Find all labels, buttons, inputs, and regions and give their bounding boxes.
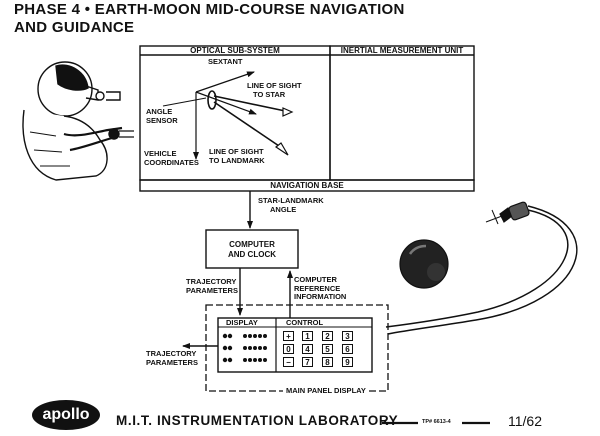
key-6[interactable]: 6 — [342, 344, 353, 354]
vehicle-axis-lower — [195, 91, 257, 115]
astronaut-torso — [22, 109, 108, 181]
navigation-base-label: NAVIGATION BASE — [270, 181, 344, 190]
main-panel-display-boundary — [205, 304, 389, 392]
display-header: DISPLAY — [226, 318, 258, 327]
key-minus[interactable]: − — [283, 357, 294, 367]
key-1[interactable]: 1 — [302, 331, 313, 341]
optical-subsystem-header: OPTICAL SUB-SYSTEM — [190, 46, 280, 55]
diagram-title-line-1: PHASE 4 • EARTH-MOON MID-COURSE NAVIGATI… — [14, 1, 405, 18]
landmark-pointer — [274, 142, 289, 156]
key-5[interactable]: 5 — [322, 344, 333, 354]
sextant-geometry — [162, 71, 294, 160]
diagram-title-line-2: AND GUIDANCE — [14, 19, 135, 36]
key-plus[interactable]: + — [283, 331, 294, 341]
computer-and-clock-box — [205, 229, 299, 269]
trajectory-curves — [385, 205, 578, 335]
star-pointer — [282, 107, 294, 117]
key-2[interactable]: 2 — [322, 331, 333, 341]
display-readouts — [222, 333, 267, 363]
key-0[interactable]: 0 — [283, 344, 294, 354]
astronaut-eyepiece — [95, 91, 105, 101]
astronaut-illustration — [22, 61, 134, 181]
key-8[interactable]: 8 — [322, 357, 333, 367]
sextant-optic — [207, 90, 217, 110]
display-control-panel — [217, 317, 373, 373]
vehicle-axis-upper — [195, 71, 255, 93]
key-3[interactable]: 3 — [342, 331, 353, 341]
spacecraft-icon — [485, 201, 530, 225]
angle-sensor-leader — [162, 97, 207, 107]
inertial-measurement-unit-header: INERTIAL MEASUREMENT UNIT — [340, 46, 464, 55]
control-header: CONTROL — [286, 318, 324, 327]
key-9[interactable]: 9 — [342, 357, 353, 367]
key-7[interactable]: 7 — [302, 357, 313, 367]
main-panel-display-label: MAIN PANEL DISPLAY — [283, 386, 369, 396]
line-of-sight-landmark — [213, 101, 283, 149]
line-of-sight-star — [213, 95, 291, 113]
sextant-label: SEXTANT — [208, 57, 243, 66]
footer-date: 11/62 — [508, 413, 542, 429]
key-4[interactable]: 4 — [302, 344, 313, 354]
astronaut-hand — [108, 128, 120, 140]
navigation-base-bar — [139, 179, 475, 192]
footer-reference-number: TP# 6613-4 — [422, 419, 451, 425]
inertial-measurement-unit-box — [329, 45, 475, 181]
footer-organization: M.I.T. INSTRUMENTATION LABORATORY — [116, 413, 399, 428]
astronaut-arm — [63, 126, 123, 137]
apollo-logo: apollo — [32, 400, 100, 430]
